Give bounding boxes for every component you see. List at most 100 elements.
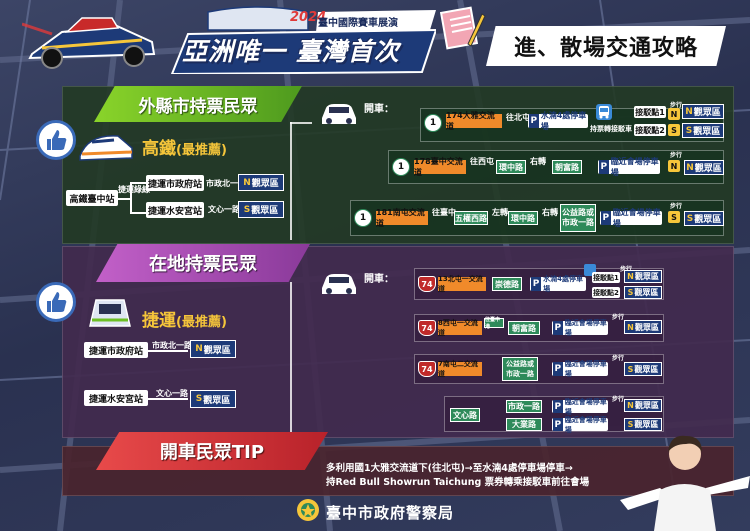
local-route3-road: 公益路或市政一路 bbox=[502, 357, 538, 381]
walking-icon: S bbox=[668, 211, 680, 223]
parking-label: 臨近會場停車場 bbox=[564, 319, 607, 337]
zone-label: 觀眾區 bbox=[634, 288, 659, 297]
local-shuttle-point-1: 接駁點1 bbox=[592, 272, 620, 283]
walk-label: 步行 bbox=[612, 396, 625, 403]
mrt-train-icon bbox=[84, 296, 136, 330]
tip-line-1: 多利用國1大雅交流道下(往北屯)→至水湳4處停車場停車→ bbox=[326, 463, 573, 474]
zone-label: 觀眾區 bbox=[693, 108, 721, 118]
local-route4-road1: 市政一路 bbox=[506, 400, 542, 413]
mayor-illustration bbox=[620, 430, 750, 531]
parking-label: 臨近會場停車場 bbox=[564, 360, 607, 378]
zone-letter: N bbox=[243, 177, 251, 188]
parking-label: 水湳4處停車場 bbox=[540, 111, 587, 131]
local-route1-road: 崇德路 bbox=[492, 277, 522, 291]
mrt-stop-city-hall: 捷運市政府站 bbox=[84, 342, 148, 358]
event-name: 臺中國際賽車展演 bbox=[318, 18, 398, 29]
walking-icon: N bbox=[668, 160, 680, 172]
walk-label: 步行 bbox=[612, 314, 625, 321]
zone-letter: N bbox=[627, 401, 634, 410]
interchange-181: 181南屯交流道 bbox=[376, 208, 428, 228]
walking-icon: N bbox=[668, 108, 680, 120]
route2-road1: 環中路 bbox=[496, 160, 526, 174]
walk-label: 步行 bbox=[620, 264, 632, 273]
notepad-pencil-icon bbox=[438, 4, 486, 52]
mrt-title: 捷運(最推薦) bbox=[142, 306, 227, 331]
shuttle-point-1: 接駁點1 bbox=[634, 106, 666, 118]
route3-dir: 往臺中 bbox=[432, 208, 456, 217]
walk-label: 步行 bbox=[670, 102, 683, 109]
walk-label: 步行 bbox=[670, 203, 683, 210]
walk-label: 步行 bbox=[612, 355, 625, 362]
local-drive-label: 開車： bbox=[364, 274, 394, 285]
zone-letter: S bbox=[686, 213, 694, 224]
zone-label: 觀眾區 bbox=[251, 206, 279, 216]
freeway-shield: 1 bbox=[354, 209, 372, 227]
car-icon bbox=[318, 100, 360, 128]
zone-letter: S bbox=[685, 125, 693, 136]
zone-label: 觀眾區 bbox=[693, 127, 721, 137]
zone-label: 觀眾區 bbox=[634, 364, 659, 374]
hsr-stop1-via: 市政北一路 bbox=[206, 179, 246, 188]
expressway-74-shield: 74 bbox=[418, 361, 436, 377]
route3-turn1: 左轉 bbox=[492, 208, 508, 217]
mrt-stop1-via: 市政北一路 bbox=[152, 341, 192, 350]
tip-text: 多利用國1大雅交流道下(往北屯)→至水湳4處停車場停車→ 持Red Bull S… bbox=[326, 462, 589, 490]
zone-letter: N bbox=[685, 106, 693, 117]
race-car-icon bbox=[21, 4, 162, 74]
interchange-178: 178臺中交流道 bbox=[414, 157, 466, 177]
mrt-stop2-via: 文心一路 bbox=[156, 389, 188, 398]
local-route4-road0: 文心路 bbox=[450, 408, 480, 422]
local-route4-road2: 大業路 bbox=[506, 418, 542, 431]
zone-letter: S bbox=[627, 364, 634, 374]
interchange-7: 7南屯二交流道 bbox=[438, 360, 482, 378]
police-badge-icon bbox=[296, 498, 320, 526]
zone-label: 觀眾區 bbox=[634, 322, 659, 332]
route1-dir: 往北屯 bbox=[506, 113, 530, 122]
zone-letter: N bbox=[686, 162, 694, 173]
zone-label: 觀眾區 bbox=[634, 272, 659, 281]
route2-dir: 往西屯 bbox=[470, 157, 494, 166]
parking-label: 臨近會場停車場 bbox=[612, 208, 661, 228]
local-route2-road: 朝富路 bbox=[508, 321, 540, 335]
tip-banner: 開車民眾TIP bbox=[96, 432, 328, 470]
zone-label: 觀眾區 bbox=[203, 395, 231, 406]
hsr-stop-shuian-temple: 捷運水安宮站 bbox=[146, 202, 204, 218]
expressway-74-shield: 74 bbox=[418, 320, 436, 336]
car-icon bbox=[318, 270, 360, 298]
hsr-connect-label: 捷運綠線 bbox=[118, 185, 150, 194]
event-year: 2024 bbox=[290, 10, 327, 25]
zone-label: 觀眾區 bbox=[694, 164, 722, 174]
strategy-title: 進、散場交通攻略 bbox=[486, 26, 726, 66]
event-slogan: 亞洲唯一 臺灣首次 bbox=[182, 37, 400, 66]
out-drive-label: 開車： bbox=[364, 104, 394, 115]
zone-letter: S bbox=[243, 204, 251, 215]
zone-letter: S bbox=[627, 420, 634, 429]
parking-label: 臨近會場停車場 bbox=[564, 397, 607, 416]
walk-label: 步行 bbox=[670, 152, 683, 159]
zone-letter: N bbox=[627, 272, 634, 281]
freeway-shield: 1 bbox=[424, 114, 442, 132]
expressway-74-shield: 74 bbox=[418, 276, 436, 292]
freeway-shield: 1 bbox=[392, 158, 410, 176]
parking-label: 臨近會場停車場 bbox=[564, 415, 607, 434]
zone-label: 觀眾區 bbox=[634, 420, 659, 429]
local-banner: 在地持票民眾 bbox=[96, 244, 310, 282]
route3-road2: 環中路 bbox=[508, 211, 538, 225]
zone-label: 觀眾區 bbox=[694, 215, 722, 225]
mrt-title-text: 捷運 bbox=[142, 311, 176, 331]
zone-label: 觀眾區 bbox=[251, 179, 279, 189]
thumbs-up-icon bbox=[36, 282, 76, 322]
